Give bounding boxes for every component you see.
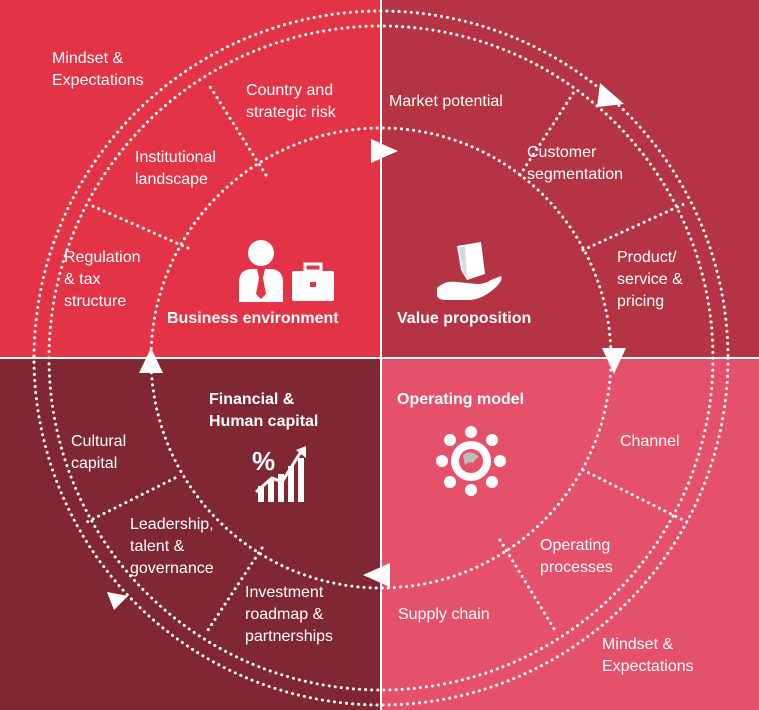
arrow-left-bottom: [363, 563, 390, 587]
inner-ring: [149, 126, 613, 590]
mindset-label-top: Mindset &Expectations: [52, 50, 144, 89]
hand-holding-tag-icon: [437, 242, 502, 300]
svg-text:%: %: [252, 446, 275, 476]
divider-market-customer: [518, 90, 576, 177]
segment-leadership-talent: Leadership,talent &governance: [130, 516, 214, 577]
gear-network-icon: [436, 426, 506, 496]
vertical-divider: [380, 0, 382, 710]
divider-customer-product: [581, 202, 686, 252]
title-value-proposition: Value proposition: [397, 310, 532, 327]
divider-channel-processes: [581, 468, 685, 522]
divider-cultural-leadership: [81, 476, 177, 526]
quadrant-financial-human-capital: [0, 358, 381, 710]
divider-leadership-investment: [204, 546, 264, 635]
arrow-up-left: [139, 348, 163, 373]
outer-ring: [32, 9, 730, 707]
quadrant-operating-model: [381, 358, 759, 710]
businessman-briefcase-icon: [239, 240, 334, 302]
title-business-environment: Business environment: [167, 310, 339, 327]
segment-product-pricing: Product/service &pricing: [617, 249, 683, 310]
outer-arrow-topright: [597, 83, 624, 107]
segment-market-potential: Market potential: [389, 93, 503, 110]
arrow-down-right: [602, 348, 626, 374]
outer-ring-inner: [47, 24, 715, 692]
segment-supply-chain: Supply chain: [398, 606, 490, 623]
mindset-label-bottom: Mindset &Expectations: [602, 636, 694, 675]
divider-country-institutional: [207, 83, 268, 177]
percent-growth-chart-icon: %: [252, 446, 306, 502]
segment-channel: Channel: [620, 433, 680, 450]
title-financial-human-capital: Financial &Human capital: [209, 391, 319, 430]
divider-processes-supply: [498, 538, 558, 634]
title-operating-model: Operating model: [397, 391, 525, 408]
arrow-right-top: [371, 139, 398, 163]
outer-arrow-bottomleft: [107, 592, 128, 610]
divider-institutional-regulation: [86, 202, 190, 250]
horizontal-divider: [0, 357, 759, 359]
